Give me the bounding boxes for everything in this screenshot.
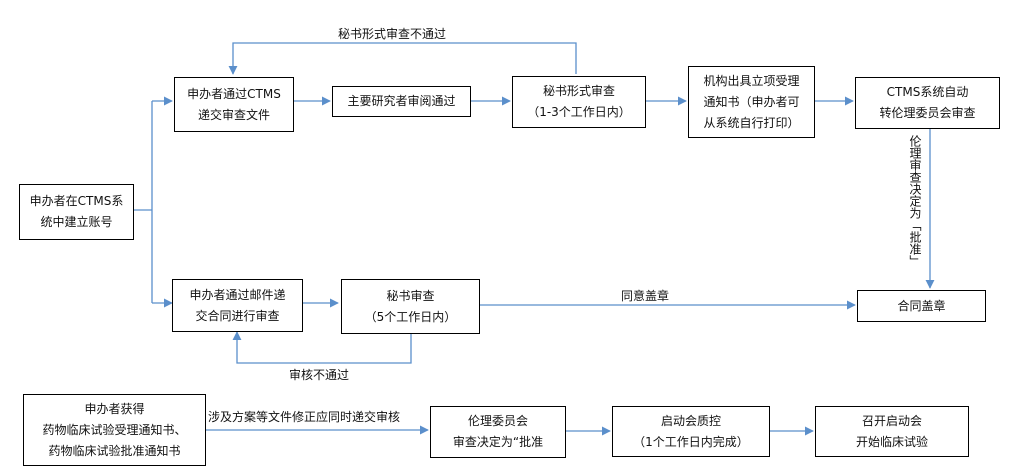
node-contract-seal-line1: 合同盖章 [897,298,946,313]
node-secretary-review-line2: （5个工作日内） [364,309,457,324]
node-ethics-decision: 伦理委员会 审查决定为“批准 [430,406,566,458]
arrow-review-rejected-loop [232,331,412,364]
node-ethics-decision-line1: 伦理委员会 [467,414,528,428]
node-secretary-review: 秘书审查 （5个工作日内） [341,279,480,334]
node-submit-ctms: 申办者通过CTMS 递交审查文件 [174,77,294,132]
node-pi-review-line1: 主要研究者审阅通过 [347,94,456,108]
node-ctms-transfer-line1: CTMS系统自动 [886,85,969,99]
node-create-account: 申办者在CTMS系 统中建立账号 [19,184,134,240]
node-ctms-transfer: CTMS系统自动 转伦理委员会审查 [855,77,1000,129]
node-obtain-notice: 申办者获得 药物临床试验受理通知书、 药物临床试验批准通知书 [23,394,206,466]
node-kickoff-qc-line1: 启动会质控 [660,413,721,428]
node-kickoff-start: 召开启动会 开始临床试验 [815,406,969,457]
node-institution-notice-line3: 从系统自行打印） [703,115,800,130]
arrow-formal-rejected-loop [228,42,577,75]
node-ethics-decision-line2: 审查决定为“批准 [452,435,544,449]
node-kickoff-qc: 启动会质控 （1个工作日内完成） [612,406,770,457]
node-pi-review: 主要研究者审阅通过 [332,86,471,117]
node-secretary-review-line1: 秘书审查 [386,288,435,303]
node-institution-notice-line2: 通知书（申办者可 [703,94,800,109]
label-review-rejected: 审核不通过 [289,368,350,382]
label-formal-review-rejected: 秘书形式审查不通过 [338,27,447,41]
node-secretary-formal-review-line1: 秘书形式审查 [542,84,615,98]
node-submit-ctms-line1: 申办者通过CTMS [187,86,281,101]
node-obtain-notice-line3: 药物临床试验批准通知书 [48,443,181,458]
node-submit-ctms-line2: 递交审查文件 [197,107,270,122]
node-ctms-transfer-line2: 转伦理委员会审查 [879,106,976,120]
label-ethics-approved: 伦理审查决定为「批准」 [908,135,922,267]
label-agree-seal: 同意盖章 [621,289,670,303]
label-amendment-submit: 涉及方案等文件修正应同时递交审核 [208,410,401,424]
node-create-account-line2: 统中建立账号 [40,215,113,229]
node-contract-seal: 合同盖章 [857,290,986,322]
node-institution-notice: 机构出具立项受理 通知书（申办者可 从系统自行打印） [688,66,815,138]
node-kickoff-start-line1: 召开启动会 [861,413,922,428]
node-mail-contract: 申办者通过邮件递 交合同进行审查 [172,279,303,332]
node-secretary-formal-review-line2: （1-3个工作日内） [527,105,631,119]
node-obtain-notice-line1: 申办者获得 [84,401,145,416]
node-mail-contract-line2: 交合同进行审查 [195,308,280,323]
node-obtain-notice-line2: 药物临床试验受理通知书、 [42,422,187,437]
node-mail-contract-line1: 申办者通过邮件递 [189,287,286,302]
node-institution-notice-line1: 机构出具立项受理 [703,73,800,88]
node-kickoff-qc-line2: （1个工作日内完成） [633,434,749,449]
node-create-account-line1: 申办者在CTMS系 [29,194,124,208]
node-kickoff-start-line2: 开始临床试验 [855,434,928,449]
node-secretary-formal-review: 秘书形式审查 （1-3个工作日内） [512,76,646,128]
